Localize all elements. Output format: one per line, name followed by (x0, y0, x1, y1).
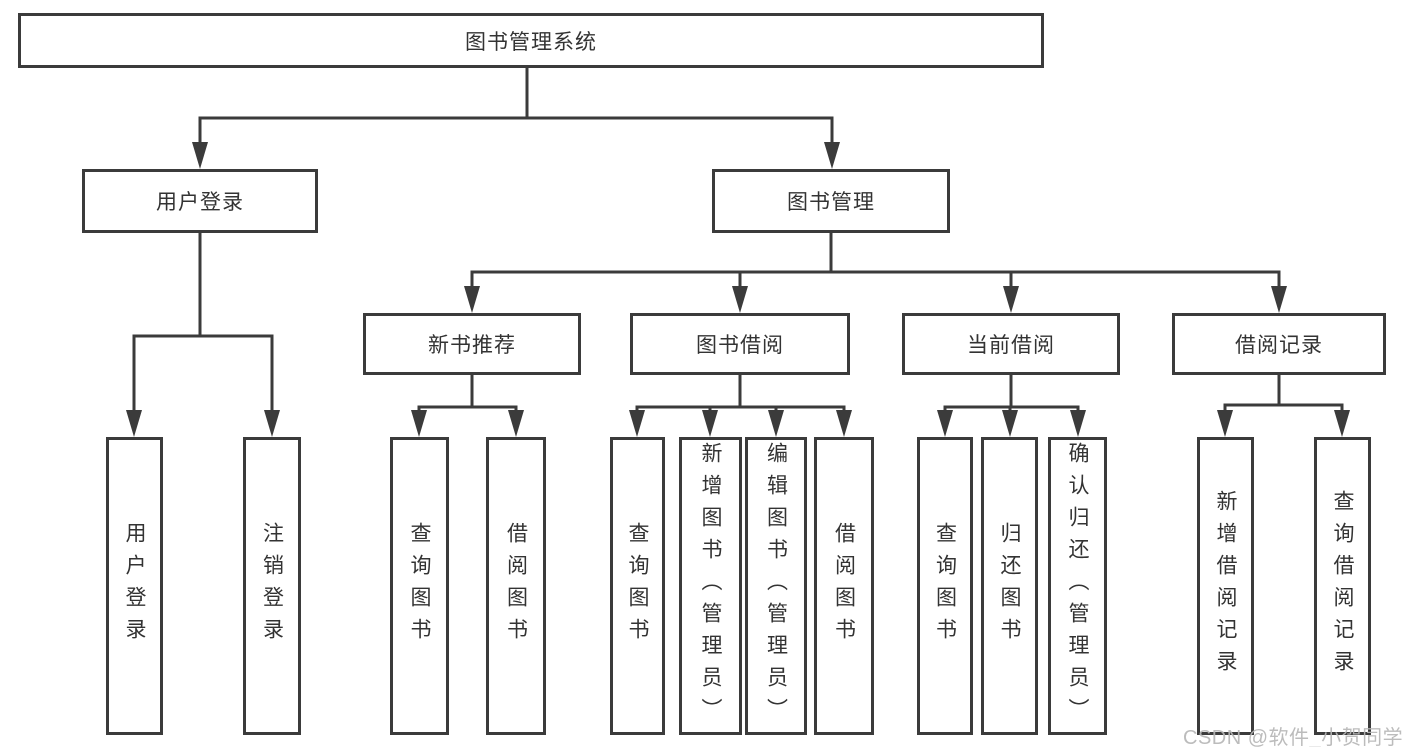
node-book-management-label: 图书管理 (787, 191, 875, 214)
node-borrow-records: 借阅记录 (1172, 313, 1386, 375)
node-new-book-recommend-label: 新书推荐 (428, 334, 516, 357)
edge-user-login-to-children (126, 231, 280, 437)
leaf-edit-book-admin-label: 编辑图书（管理员） (764, 442, 788, 730)
node-current-borrow: 当前借阅 (902, 313, 1120, 375)
leaf-query-books-recommend: 查询图书 (390, 437, 449, 735)
leaf-confirm-return-admin: 确认归还（管理员） (1048, 437, 1107, 735)
edge-new-book-recommend-to-children (411, 373, 524, 437)
leaf-add-borrow-record: 新增借阅记录 (1197, 437, 1254, 735)
node-book-borrow-label: 图书借阅 (696, 334, 784, 357)
leaf-add-book-admin-label: 新增图书（管理员） (699, 442, 722, 730)
node-book-management: 图书管理 (712, 169, 950, 233)
leaf-query-books-borrow-label: 查询图书 (626, 522, 649, 650)
node-new-book-recommend: 新书推荐 (363, 313, 581, 375)
node-user-login: 用户登录 (82, 169, 318, 233)
leaf-query-books-current-label: 查询图书 (933, 522, 957, 650)
leaf-add-borrow-record-label: 新增借阅记录 (1214, 490, 1237, 682)
leaf-logout: 注销登录 (243, 437, 301, 735)
leaf-confirm-return-admin-label: 确认归还（管理员） (1066, 442, 1089, 730)
leaf-query-books-recommend-label: 查询图书 (408, 522, 431, 650)
leaf-return-books-label: 归还图书 (998, 522, 1021, 650)
leaf-borrow-books-recommend: 借阅图书 (486, 437, 546, 735)
leaf-query-books-borrow: 查询图书 (610, 437, 665, 735)
edge-book-borrow-to-children (629, 373, 852, 437)
edge-current-borrow-to-children (937, 373, 1086, 437)
edge-book-management-to-level3 (464, 231, 1287, 313)
leaf-user-login: 用户登录 (106, 437, 163, 735)
leaf-query-books-current: 查询图书 (917, 437, 973, 735)
node-user-login-label: 用户登录 (156, 191, 244, 214)
leaf-borrow-books-label: 借阅图书 (832, 522, 856, 650)
node-current-borrow-label: 当前借阅 (967, 334, 1055, 357)
node-root-label: 图书管理系统 (465, 30, 597, 54)
edge-root-to-level2 (192, 66, 840, 169)
edge-borrow-records-to-children (1217, 373, 1350, 437)
leaf-borrow-books-recommend-label: 借阅图书 (504, 522, 528, 650)
node-book-borrow: 图书借阅 (630, 313, 850, 375)
node-root: 图书管理系统 (18, 13, 1044, 68)
leaf-edit-book-admin: 编辑图书（管理员） (745, 437, 807, 735)
leaf-add-book-admin: 新增图书（管理员） (679, 437, 742, 735)
leaf-logout-label: 注销登录 (260, 522, 284, 650)
leaf-query-borrow-record: 查询借阅记录 (1314, 437, 1371, 735)
node-borrow-records-label: 借阅记录 (1235, 334, 1323, 357)
csdn-watermark: CSDN @软件_小贺同学 (1183, 727, 1404, 747)
leaf-query-borrow-record-label: 查询借阅记录 (1331, 490, 1354, 682)
leaf-borrow-books: 借阅图书 (814, 437, 874, 735)
leaf-return-books: 归还图书 (981, 437, 1038, 735)
leaf-user-login-label: 用户登录 (123, 522, 146, 650)
